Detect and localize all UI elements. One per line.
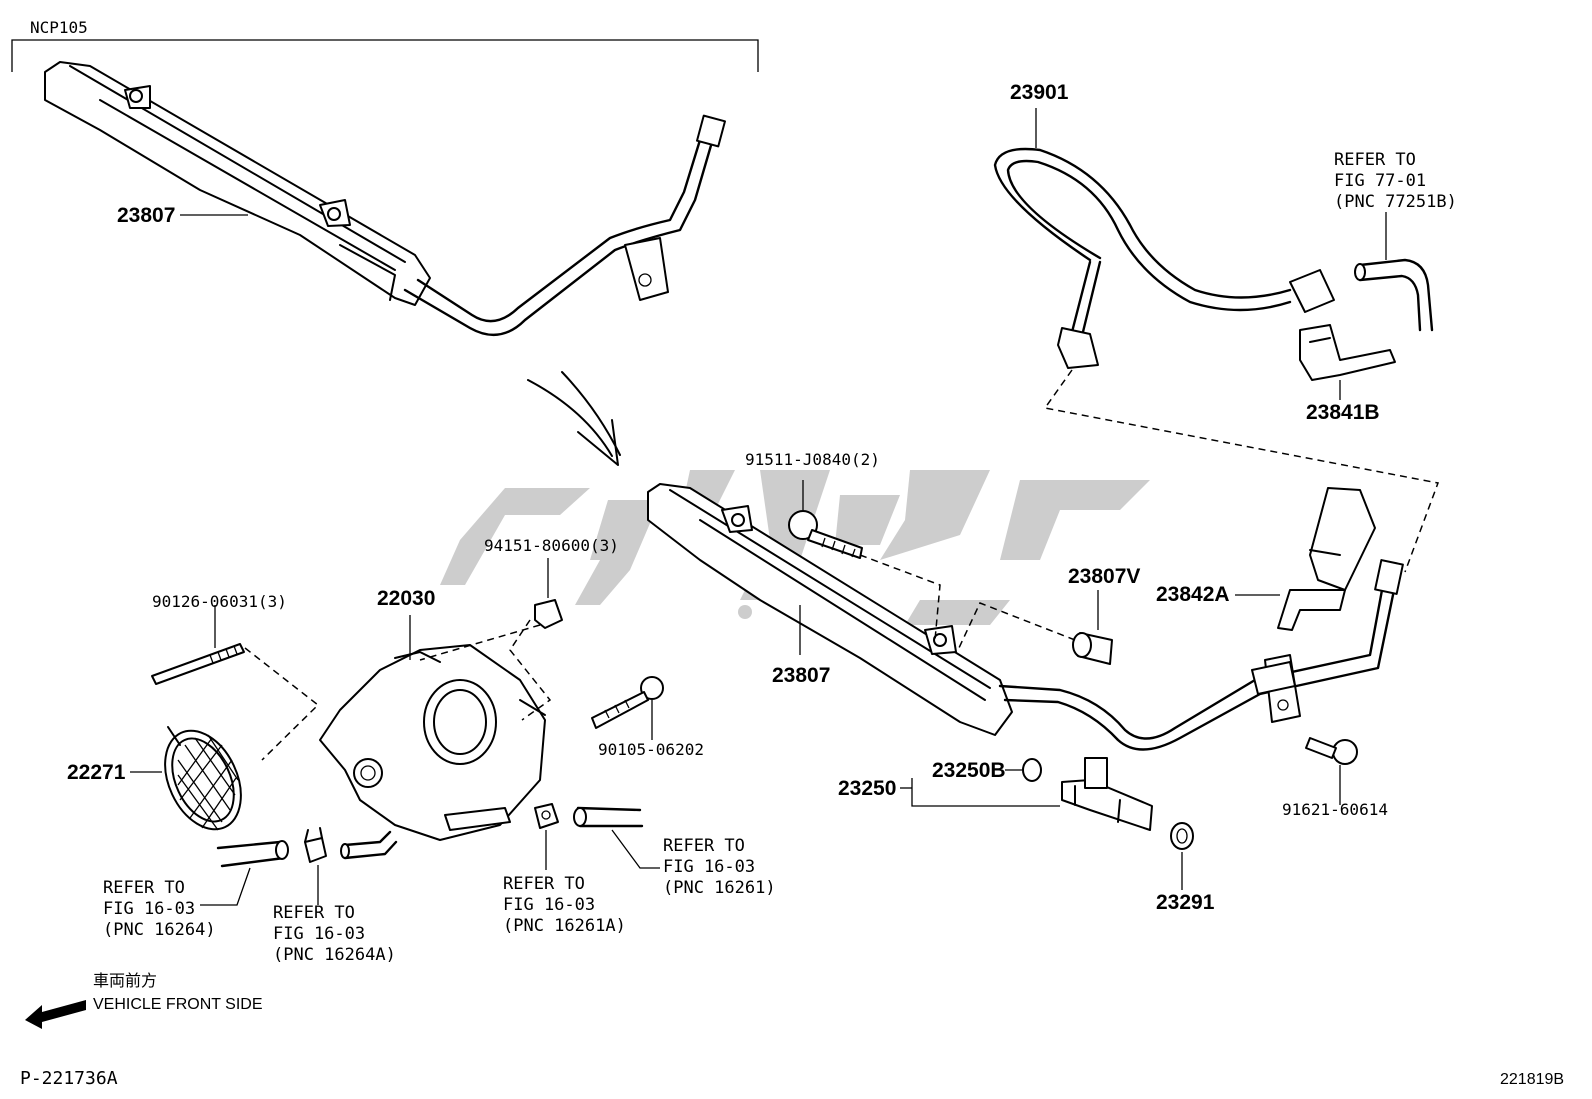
ref-line: REFER TO — [663, 836, 745, 856]
part-label-91621: 91621-60614 — [1282, 800, 1388, 819]
ref-16261: REFER TO FIG 16-03 (PNC 16261) — [663, 836, 776, 899]
ref-line: REFER TO — [103, 878, 185, 898]
cap-23807V — [1072, 632, 1113, 665]
leader-16261 — [611, 829, 660, 869]
ref-line: FIG 16-03 — [273, 924, 366, 944]
ref-16264: REFER TO FIG 16-03 (PNC 16264) — [103, 878, 216, 941]
ref-line: (PNC 16261) — [663, 878, 776, 898]
stud-90126 — [151, 643, 245, 685]
clip-23842A — [1277, 487, 1376, 631]
ref-line: REFER TO — [503, 874, 585, 894]
part-label-91511: 91511-J0840(2) — [745, 450, 880, 469]
dash-90126 — [244, 647, 320, 761]
part-label-23901: 23901 — [1010, 81, 1069, 104]
part-label-23291: 23291 — [1156, 891, 1215, 914]
screen-22271 — [164, 726, 242, 831]
direction-arrow — [527, 371, 621, 466]
ref-line: (PNC 16264) — [103, 920, 216, 940]
part-label-90105: 90105-06202 — [598, 740, 704, 759]
part-label-90126: 90126-06031(3) — [152, 592, 287, 611]
main-fuel-rail — [647, 483, 1404, 751]
bolt-90105 — [591, 676, 664, 729]
pipe-77251B — [1354, 258, 1434, 332]
figure-code-left: P-221736A — [20, 1068, 118, 1089]
ref-line: FIG 77-01 — [1334, 171, 1427, 191]
dash-23807V — [957, 602, 1076, 651]
dash-91511 — [859, 554, 941, 641]
front-side-jp-label: 車両前方 — [93, 973, 158, 990]
part-label-22271: 22271 — [67, 761, 126, 784]
dash-94151 — [419, 619, 552, 721]
part-label-23807V: 23807V — [1068, 565, 1141, 588]
ref-line: (PNC 77251B) — [1334, 192, 1457, 212]
injector-23250 — [1022, 757, 1153, 831]
dash-23901 — [1043, 369, 1440, 573]
part-label-23841B: 23841B — [1306, 401, 1380, 424]
part-label-23842A: 23842A — [1156, 583, 1230, 606]
ref-16261A: REFER TO FIG 16-03 (PNC 16261A) — [503, 874, 626, 937]
part-label-22030: 22030 — [377, 587, 436, 610]
hoses-bottom — [216, 803, 644, 868]
variant-label: NCP105 — [30, 18, 88, 37]
ref-line: FIG 16-03 — [503, 895, 596, 915]
leader-23250 — [911, 778, 1060, 807]
ref-line: FIG 16-03 — [103, 899, 196, 919]
ref-line: REFER TO — [1334, 150, 1416, 170]
part-label-23807-top: 23807 — [117, 204, 176, 227]
clip-23841B — [1299, 324, 1396, 381]
bolt-91511 — [788, 510, 863, 559]
bolt-91621 — [1305, 737, 1358, 765]
leader-16264 — [200, 867, 251, 906]
front-side-en-label: VEHICLE FRONT SIDE — [93, 996, 263, 1013]
throttle-body-22030 — [319, 644, 546, 841]
ref-line: FIG 16-03 — [663, 857, 756, 877]
part-label-23250: 23250 — [838, 777, 897, 800]
ref-line: (PNC 16261A) — [503, 916, 626, 936]
ref-line: (PNC 16264A) — [273, 945, 396, 965]
ref-77251B: REFER TO FIG 77-01 (PNC 77251B) — [1334, 150, 1457, 213]
ncp105-bracket — [11, 39, 759, 72]
part-label-23807-main: 23807 — [772, 664, 831, 687]
gasket-94151 — [534, 599, 563, 629]
figure-code-right: 221819B — [1500, 1071, 1565, 1088]
top-fuel-rail — [44, 61, 726, 337]
fuel-hose-23901 — [993, 147, 1335, 369]
ref-line: REFER TO — [273, 903, 355, 923]
ref-16264A: REFER TO FIG 16-03 (PNC 16264A) — [273, 903, 396, 966]
front-arrow-icon — [25, 1000, 86, 1029]
part-label-94151: 94151-80600(3) — [484, 536, 619, 555]
ring-23291 — [1170, 822, 1194, 850]
part-label-23250B: 23250B — [932, 759, 1006, 782]
